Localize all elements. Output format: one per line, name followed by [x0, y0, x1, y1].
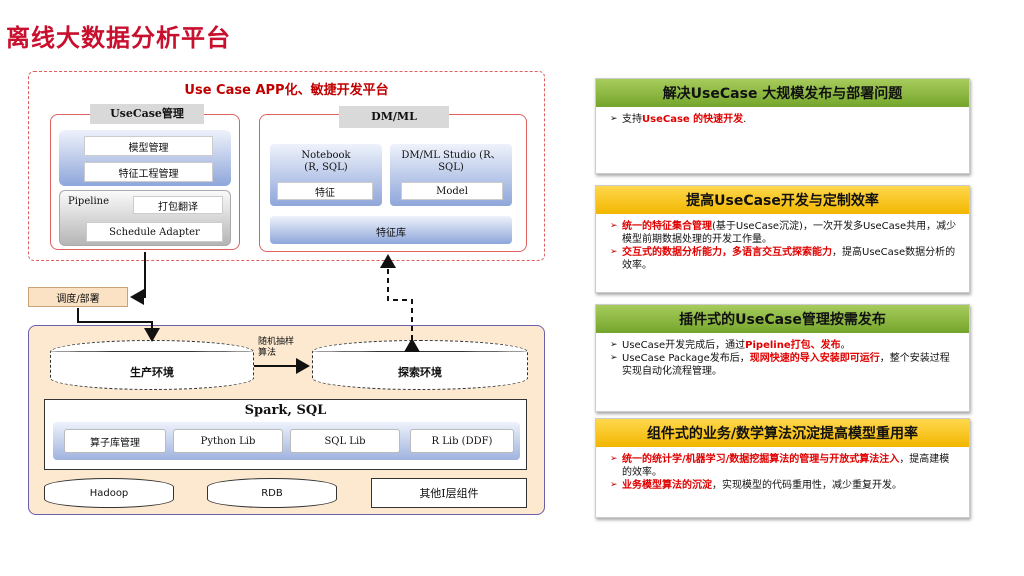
usecase-management-header: UseCase管理 [90, 104, 204, 124]
spark-sql-title: Spark, SQL [244, 403, 327, 418]
hadoop-cylinder: Hadoop [44, 478, 174, 508]
explore-env-label: 探索环境 [398, 366, 442, 379]
feature-store-label: 特征库 [376, 228, 406, 239]
bullet-list: UseCase开发完成后，通过Pipeline打包、发布。UseCase Pac… [610, 339, 959, 378]
feature-store[interactable] [270, 216, 512, 244]
highlight-text: Pipeline打包、发布 [745, 340, 841, 351]
panel-efficiency-header: 提高UseCase开发与定制效率 [596, 186, 969, 214]
feature-engineering-item[interactable]: 特征工程管理 [84, 162, 213, 182]
highlight-text: 统一的特征集合管理 [622, 221, 712, 232]
model-management-item[interactable]: 模型管理 [84, 136, 213, 156]
bullet-item: 交互式的数据分析能力，多语言交互式探索能力，提高UseCase数据分析的效率。 [610, 246, 959, 272]
production-env-rim [50, 351, 254, 352]
bullet-text: UseCase Package发布后， [622, 353, 750, 364]
operator-lib-item[interactable]: 算子库管理 [64, 429, 166, 453]
panel-algorithm-body: 统一的统计学/机器学习/数据挖掘算法的管理与开放式算法注入，提高建模的效率。业务… [596, 447, 969, 498]
platform-title: Use Case APP化、敏捷开发平台 [184, 83, 389, 98]
notebook-title: Notebook (R, SQL) [301, 150, 351, 173]
bullet-item: 统一的统计学/机器学习/数据挖掘算法的管理与开放式算法注入，提高建模的效率。 [610, 453, 959, 479]
pack-translate-item[interactable]: 打包翻译 [133, 196, 223, 214]
bullet-text: (基于UseCase沉淀)，一次开发多UseCase共用，减少模型前期数据处理的… [622, 221, 957, 245]
bullet-list: 统一的特征集合管理(基于UseCase沉淀)，一次开发多UseCase共用，减少… [610, 220, 959, 272]
bullet-text: UseCase开发完成后，通过 [622, 340, 746, 351]
panel-deploy: 解决UseCase 大规模发布与部署问题 支持UseCase 的快速开发. [595, 78, 970, 174]
bullet-item: 统一的特征集合管理(基于UseCase沉淀)，一次开发多UseCase共用，减少… [610, 220, 959, 246]
rdb-cylinder: RDB [207, 478, 337, 508]
explore-env-cylinder [312, 340, 528, 390]
panel-plugin: 插件式的UseCase管理按需发布 UseCase开发完成后，通过Pipelin… [595, 304, 970, 412]
panel-algorithm: 组件式的业务/数学算法沉淀提高模型重用率 统一的统计学/机器学习/数据挖掘算法的… [595, 418, 970, 518]
bullet-text: . [743, 114, 747, 125]
sampling-algorithm-label: 随机抽样 算法 [258, 337, 295, 358]
bullet-item: UseCase Package发布后，现网快速的导入安装即可运行，整个安装过程实… [610, 352, 959, 378]
sql-lib-item[interactable]: SQL Lib [290, 429, 400, 453]
schedule-deploy-tag: 调度/部署 [28, 287, 128, 307]
panel-plugin-body: UseCase开发完成后，通过Pipeline打包、发布。UseCase Pac… [596, 333, 969, 384]
panel-efficiency: 提高UseCase开发与定制效率 统一的特征集合管理(基于UseCase沉淀)，… [595, 185, 970, 293]
highlight-text: UseCase 的快速开发 [642, 114, 744, 125]
highlight-text: 交互式的数据分析能力，多语言交互式探索能力 [622, 247, 832, 258]
production-env-label: 生产环境 [130, 366, 174, 379]
bullet-text: 支持 [622, 114, 642, 125]
bullet-list: 统一的统计学/机器学习/数据挖掘算法的管理与开放式算法注入，提高建模的效率。业务… [610, 453, 959, 492]
pipeline-label: Pipeline [68, 196, 110, 207]
panel-algorithm-header: 组件式的业务/数学算法沉淀提高模型重用率 [596, 419, 969, 447]
panel-plugin-header: 插件式的UseCase管理按需发布 [596, 305, 969, 333]
bullet-item: 业务模型算法的沉淀，实现模型的代码重用性，减少重复开发。 [610, 479, 959, 492]
studio-title: DM/ML Studio (R、 SQL) [401, 150, 501, 173]
bullet-text: ，提高建模的效率。 [622, 454, 950, 478]
feature-item[interactable]: 特征 [277, 182, 373, 200]
bullet-text: ，整个安装过程实现自动化流程管理。 [622, 353, 950, 377]
page-title: 离线大数据分析平台 [6, 24, 231, 52]
bullet-text: ，实现模型的代码重用性，减少重复开发。 [712, 480, 902, 491]
dmml-header: DM/ML [339, 106, 449, 128]
bullet-text: ，提高UseCase数据分析的效率。 [622, 247, 956, 271]
panel-deploy-body: 支持UseCase 的快速开发. [596, 107, 969, 132]
explore-env-rim [312, 351, 528, 352]
panel-deploy-header: 解决UseCase 大规模发布与部署问题 [596, 79, 969, 107]
panel-efficiency-body: 统一的特征集合管理(基于UseCase沉淀)，一次开发多UseCase共用，减少… [596, 214, 969, 278]
bullet-item: 支持UseCase 的快速开发. [610, 113, 959, 126]
bullet-text: 。 [840, 340, 851, 351]
platform-outline [28, 71, 545, 261]
production-env-cylinder [50, 340, 254, 390]
python-lib-item[interactable]: Python Lib [173, 429, 283, 453]
bullet-list: 支持UseCase 的快速开发. [610, 113, 959, 126]
bullet-item: UseCase开发完成后，通过Pipeline打包、发布。 [610, 339, 959, 352]
r-lib-item[interactable]: R Lib (DDF) [410, 429, 514, 453]
highlight-text: 现网快速的导入安装即可运行 [749, 353, 880, 364]
highlight-text: 统一的统计学/机器学习/数据挖掘算法的管理与开放式算法注入 [622, 454, 900, 465]
highlight-text: 业务模型算法的沉淀 [622, 480, 712, 491]
other-components-box: 其他I层组件 [371, 478, 527, 508]
schedule-adapter-item[interactable]: Schedule Adapter [86, 222, 223, 242]
model-item[interactable]: Model [401, 182, 503, 200]
